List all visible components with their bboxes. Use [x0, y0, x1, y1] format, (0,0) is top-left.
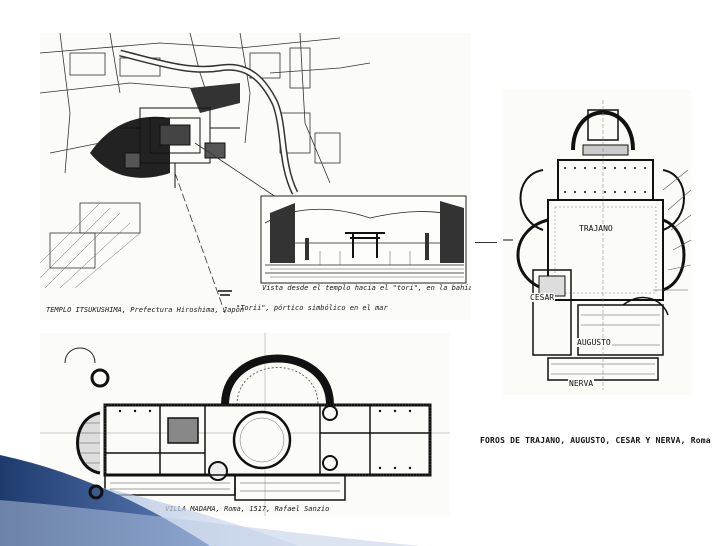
- villa-madama-figure: VILLA MADAMA, Roma, 1517, Rafael Sanzio: [40, 333, 450, 516]
- imperial-fora-figure: TRAJANO CESAR AUGUSTO NERVA: [503, 90, 691, 395]
- itsukushima-figure: Vista desde el templo hacia el "tori", e…: [40, 33, 471, 320]
- villa-madama-caption: VILLA MADAMA, Roma, 1517, Rafael Sanzio: [165, 505, 330, 513]
- label-augusto: AUGUSTO: [576, 338, 612, 347]
- itsukushima-torii-caption: "Torii", pórtico simbólico en el mar: [236, 304, 388, 312]
- fora-marker-line: [475, 242, 497, 243]
- itsukushima-drawing: [40, 33, 467, 314]
- imperial-fora-drawing: [503, 100, 691, 390]
- villa-madama-drawing: [40, 333, 450, 516]
- label-trajano: TRAJANO: [578, 224, 614, 233]
- label-cesar: CESAR: [529, 293, 556, 302]
- label-nerva: NERVA: [568, 379, 595, 388]
- itsukushima-main-caption: TEMPLO ITSUKUSHIMA, Prefectura Hiroshima…: [46, 306, 245, 314]
- imperial-fora-caption: FOROS DE TRAJANO, AUGUSTO, CESAR Y NERVA…: [480, 436, 711, 445]
- itsukushima-view-caption: Vista desde el templo hacia el "tori", e…: [262, 284, 471, 292]
